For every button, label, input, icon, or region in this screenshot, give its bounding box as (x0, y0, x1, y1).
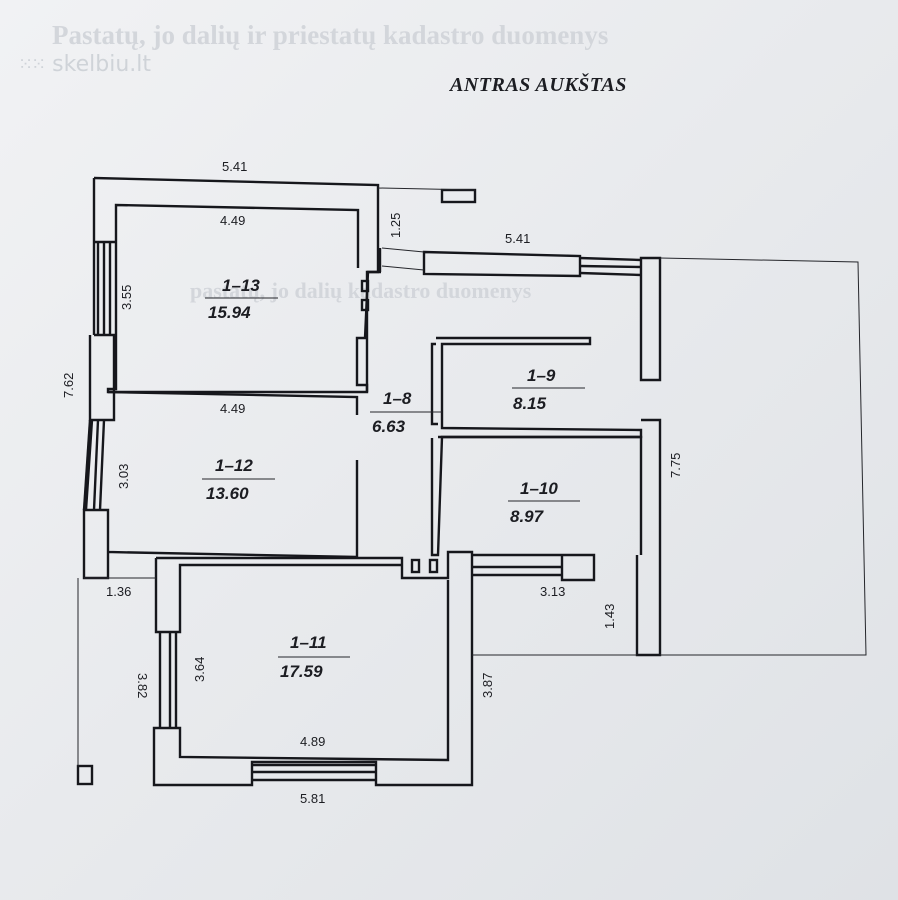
wall-balcony-bottom (472, 553, 596, 582)
dim-left-offset: 1.36 (106, 584, 131, 599)
dim-room11-outer-height: 3.82 (135, 673, 150, 698)
wall-left-window-upper (96, 242, 112, 335)
room-9-area: 8.15 (513, 394, 547, 413)
watermark-text: skelbiu.lt (52, 52, 151, 77)
dim-balcony-height: 1.43 (602, 604, 617, 629)
dim-room12-width: 4.49 (220, 401, 245, 416)
dim-balcony-depth: 3.13 (540, 584, 565, 599)
wall-right-top (422, 250, 582, 278)
wall-balcony-rails (579, 256, 642, 277)
watermark: ⁙⁙ skelbiu.lt (18, 52, 151, 77)
chimney-corridor-upper (360, 279, 370, 293)
wall-room11-left-window (158, 632, 178, 728)
ghost-header-text: Pastatų, jo dalių ir priestatų kadastro … (52, 20, 609, 50)
dim-room12-height: 3.03 (116, 464, 131, 489)
floor-title: ANTRAS AUKŠTAS (450, 74, 627, 96)
dim-bottom-width: 5.81 (300, 791, 325, 806)
wall-room11 (152, 550, 474, 787)
chimney-room11-a (410, 558, 421, 574)
room-10-id: 1–10 (520, 479, 558, 498)
wall-left-lower (82, 419, 92, 511)
room-8-area: 6.63 (372, 417, 406, 436)
room-13-id: 1–13 (222, 276, 260, 295)
room-13-area: 15.94 (208, 303, 251, 322)
wall-left-window-lower (84, 419, 106, 511)
wall-room13-outline (88, 178, 116, 422)
room-9-id: 1–9 (527, 366, 556, 385)
dim-room11-width: 4.89 (300, 734, 325, 749)
chimney-room11-b (428, 558, 439, 574)
chimney-top (440, 188, 477, 204)
dim-room11-inner-height: 3.64 (192, 657, 207, 682)
watermark-dots-icon: ⁙⁙ (18, 54, 46, 75)
room-12-id: 1–12 (215, 456, 253, 475)
room-8-id: 1–8 (383, 389, 412, 408)
ghost-sub-text: pastatų, jo dalių kadastro duomenys (190, 278, 532, 303)
room-11-area: 17.59 (280, 662, 323, 681)
dim-right-block-width: 5.41 (505, 231, 530, 246)
outline-top-stair (377, 187, 476, 271)
outline-left-stair (77, 577, 156, 766)
dim-top-width: 5.41 (222, 159, 247, 174)
outline-terrace (659, 257, 867, 656)
wall-room9 (430, 336, 643, 557)
room-11-id: 1–11 (290, 633, 327, 652)
dim-right-height: 7.75 (668, 453, 683, 478)
room-12-area: 13.60 (206, 484, 249, 503)
dim-room11-right-height: 3.87 (480, 673, 495, 698)
dim-room13-width: 4.49 (220, 213, 245, 228)
wall-room11-bottom-window (252, 763, 376, 782)
dim-room13-height: 3.55 (119, 285, 134, 310)
dim-left-height: 7.62 (61, 373, 76, 398)
dim-stair-offset: 1.25 (388, 213, 403, 238)
wall-room10 (438, 435, 643, 555)
chimney-corridor-lower (360, 298, 370, 312)
wall-corridor (365, 248, 382, 392)
room-10-area: 8.97 (510, 507, 545, 526)
corner-post (76, 764, 94, 786)
